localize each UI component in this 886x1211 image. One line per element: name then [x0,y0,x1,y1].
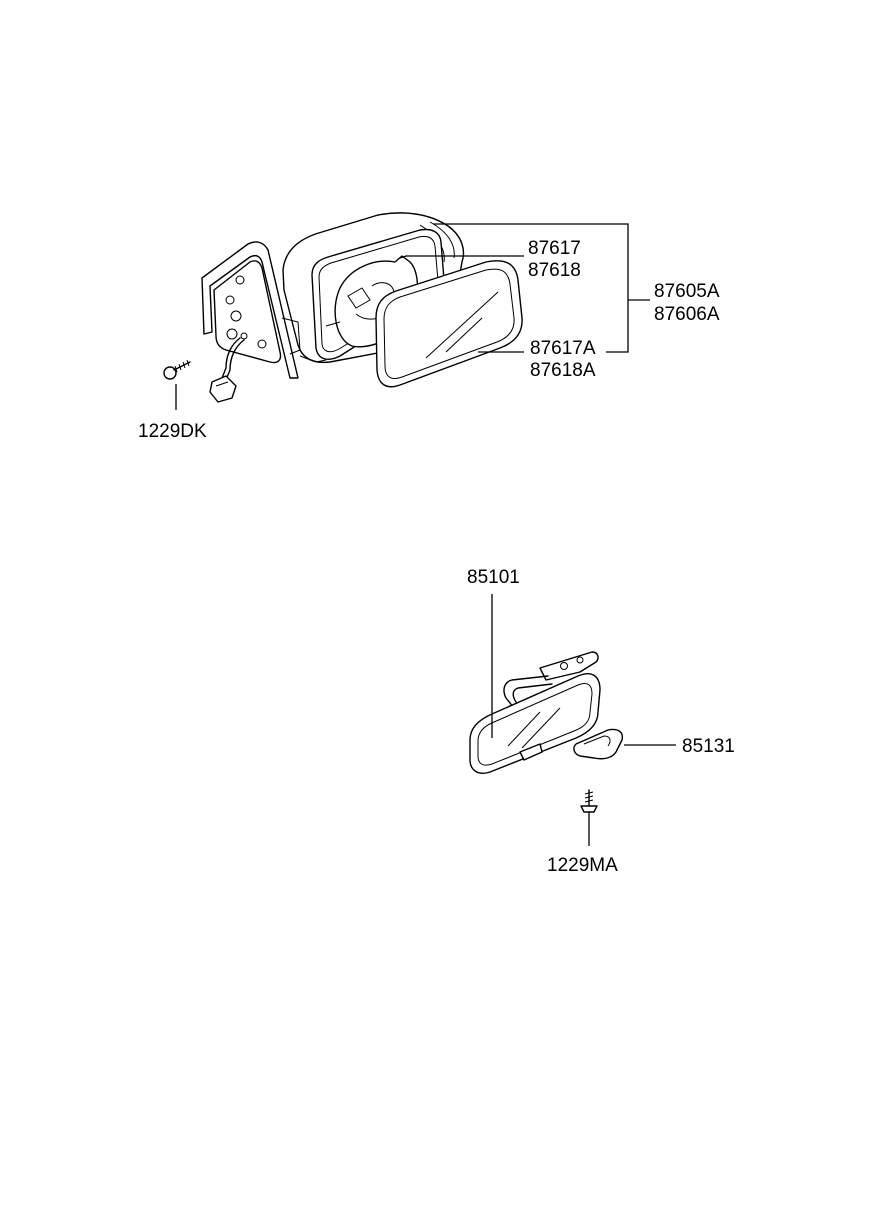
screw-1229ma [580,789,598,846]
label-87618: 87618 [528,260,581,281]
wiring-connector [209,337,245,403]
label-87618a: 87618A [530,360,596,381]
label-87605a: 87605A [654,281,720,302]
label-85101: 85101 [467,567,520,588]
mirror-glass [375,260,523,388]
screw-1229dk [163,359,191,410]
mirror-mount-base [201,241,327,379]
label-85131: 85131 [682,736,735,757]
label-1229ma: 1229MA [547,855,618,876]
outside-mirror-assembly: 87617 87618 87605A 87606A 87617A 87618A … [138,212,720,442]
inside-mirror-body [469,672,601,774]
inside-mirror-mount [503,651,599,709]
mirror-cover-85131 [573,728,676,760]
inside-mirror-assembly: 85101 85131 1229MA [467,567,735,876]
label-87606a: 87606A [654,304,720,325]
label-87617a: 87617A [530,338,596,359]
label-1229dk: 1229DK [138,421,207,442]
label-87617: 87617 [528,238,581,259]
leader-lines-outside-mirror [399,223,650,353]
